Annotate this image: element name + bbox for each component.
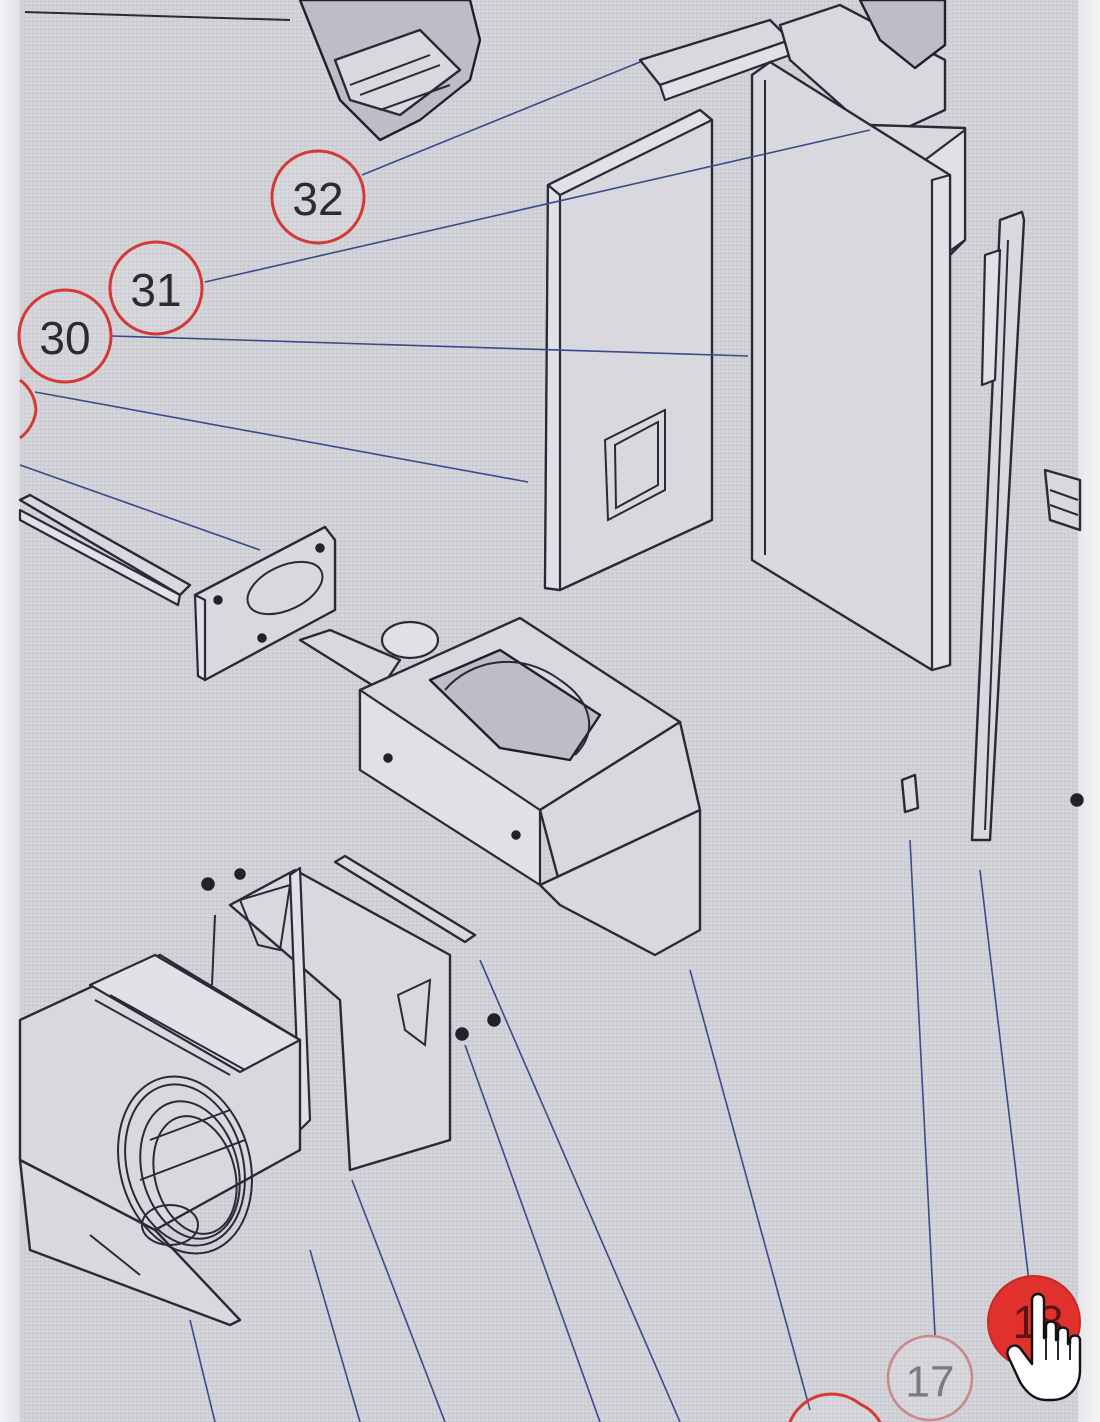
callout-31[interactable]: 31 <box>108 240 204 336</box>
fan-motor-part <box>18 953 302 1327</box>
screen-bezel-left <box>0 0 20 1422</box>
leader-lines <box>19 61 1031 1422</box>
fastener-parts <box>201 773 1084 1041</box>
callout-partial-left[interactable] <box>19 378 38 440</box>
callout-31-label: 31 <box>130 264 181 316</box>
vertical-strip-part <box>970 210 1026 842</box>
back-panel-part <box>543 108 714 592</box>
top-module-part <box>24 0 482 142</box>
top-rail-part <box>638 0 967 272</box>
burner-bracket-part <box>211 854 477 1172</box>
callout-17-label: 17 <box>906 1358 955 1407</box>
side-panel-part <box>750 60 952 672</box>
hand-pointer-icon <box>1006 1292 1082 1402</box>
callout-30[interactable]: 30 <box>17 288 113 384</box>
hopper-box-part <box>298 616 702 957</box>
callout-partial-bottom[interactable] <box>788 1392 882 1422</box>
screen-bezel-right <box>1078 0 1100 1422</box>
flange-plate-part <box>193 525 337 682</box>
callout-17[interactable]: 17 <box>886 1334 974 1422</box>
callout-30-label: 30 <box>39 312 90 364</box>
callout-32[interactable]: 32 <box>270 149 366 245</box>
long-rod-part <box>18 493 192 607</box>
callout-32-label: 32 <box>292 173 343 225</box>
right-hinge-part <box>1043 468 1082 532</box>
